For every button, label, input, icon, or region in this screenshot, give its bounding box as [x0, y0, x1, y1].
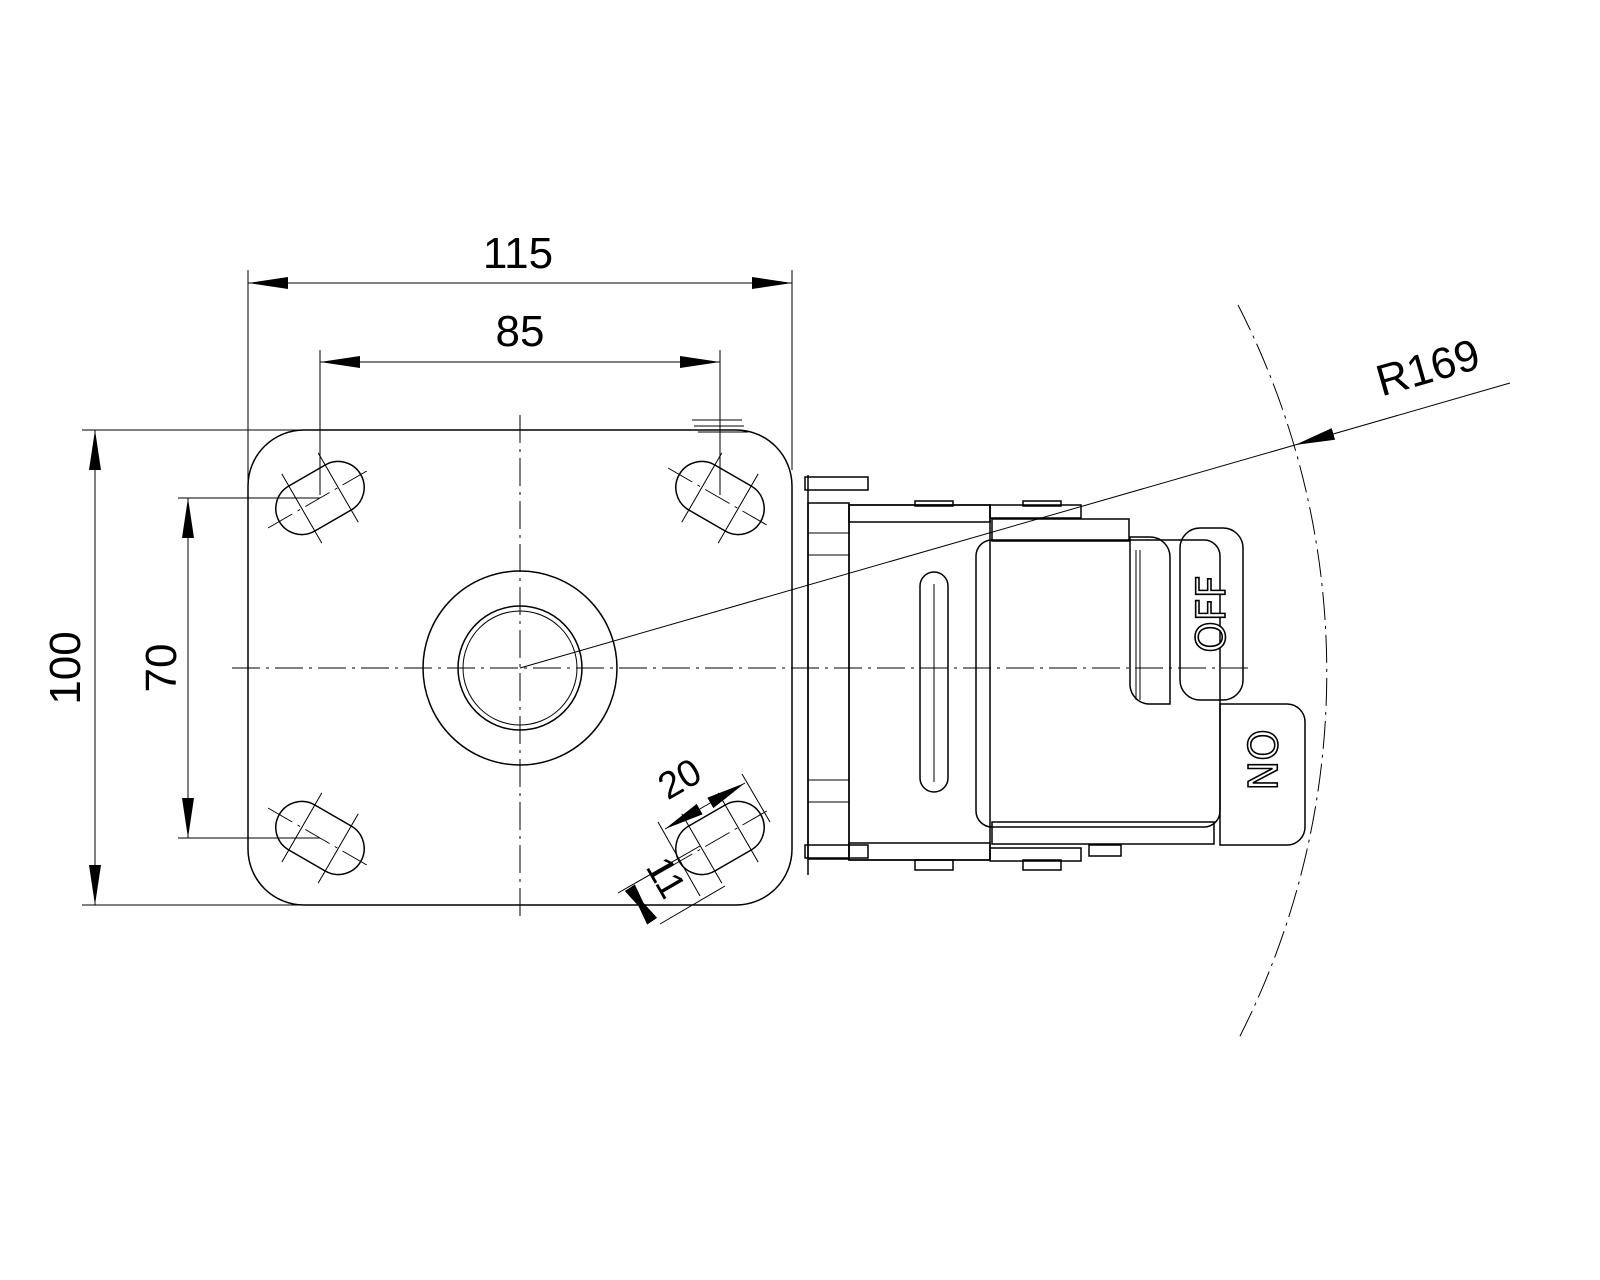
slot-top-left — [267, 452, 373, 544]
fork-and-brake: OFF ON — [804, 475, 1306, 875]
dim-hole-spacing-x: 85 — [496, 307, 545, 356]
centerlines — [232, 304, 1328, 1041]
on-pedal — [1219, 703, 1306, 846]
body-slot — [919, 571, 949, 793]
hub-inner — [457, 605, 583, 731]
dim-overall-width: 115 — [483, 229, 553, 278]
dim-overall-height: 100 — [41, 631, 90, 704]
dimension-100: 100 — [41, 429, 700, 906]
swivel-radius-arc — [1237, 304, 1328, 1041]
dim-slot-length: 20 — [651, 751, 709, 809]
on-label: ON — [1238, 729, 1284, 790]
dimension-11: 11 — [617, 845, 726, 925]
dimension-85: 85 — [319, 307, 721, 495]
off-pedal — [1179, 527, 1244, 701]
grease-nipple — [692, 419, 748, 433]
hub-outer — [422, 570, 618, 766]
dimension-115: 115 — [247, 229, 793, 495]
dimension-70: 70 — [137, 497, 320, 839]
slot-bottom-left — [267, 792, 373, 884]
dimension-r169: R169 — [519, 330, 1511, 669]
off-label: OFF — [1189, 575, 1235, 653]
mounting-slots — [267, 452, 773, 884]
brake-body — [975, 539, 1221, 828]
slot-top-right — [667, 452, 773, 544]
dim-hole-spacing-y: 70 — [137, 644, 186, 693]
